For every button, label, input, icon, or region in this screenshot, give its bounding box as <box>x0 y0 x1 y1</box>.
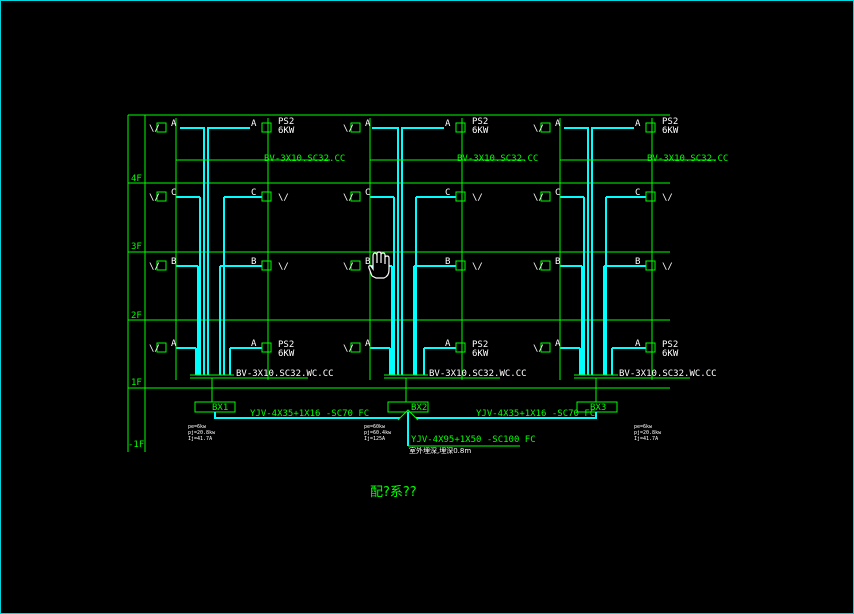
branch-cable-wc-label: BV-3X10.SC32.WC.CC <box>429 369 527 379</box>
trunk-cable-label-right: YJV-4X35+1X16 -SC70 FC <box>476 409 595 419</box>
calc-note-mid-1: pe=60kw <box>364 424 386 430</box>
circuit-label-c: C <box>365 188 370 198</box>
feeder-marker <box>397 409 419 421</box>
circuit-label-a: A <box>445 339 451 349</box>
tick-mark: \/ <box>343 124 354 134</box>
tick-mark: \/ <box>533 262 544 272</box>
tick-mark: \/ <box>343 344 354 354</box>
panel-power: 6KW <box>662 126 679 136</box>
circuit-label-a: A <box>251 339 257 349</box>
riser-group-1 <box>156 118 330 413</box>
circuit-label-b: B <box>171 257 176 267</box>
circuit-label-a: A <box>171 339 177 349</box>
circuit-label-a: A <box>171 119 177 129</box>
calc-note-right-2: pj=20.8kw <box>634 430 662 436</box>
circuit-label-c: C <box>445 188 450 198</box>
floor-label-b1: -1F <box>128 440 144 450</box>
circuit-label-a: A <box>555 339 561 349</box>
calc-note-right-3: Ij=41.7A <box>634 436 658 442</box>
panel-label: PS2 <box>278 117 294 127</box>
calc-note-left-2: pj=20.8kw <box>188 430 216 436</box>
tick-mark: \/ <box>533 193 544 203</box>
circuit-label-c: C <box>171 188 176 198</box>
tick-mark: \/ <box>472 262 483 272</box>
floor-label-4f: 4F <box>131 174 142 184</box>
circuit-label-c: C <box>555 188 560 198</box>
calc-note-left-3: Ij=41.7A <box>188 436 212 442</box>
circuit-label-a: A <box>251 119 257 129</box>
branch-cable-wc-label: BV-3X10.SC32.WC.CC <box>619 369 717 379</box>
tick-mark: \/ <box>662 262 673 272</box>
panel-power: 6KW <box>278 349 295 359</box>
circuit-label-a: A <box>365 339 371 349</box>
panel-power: 6KW <box>472 126 489 136</box>
circuit-label-a: A <box>635 119 641 129</box>
branch-cable-label: BV-3X10.SC32.CC <box>264 154 345 164</box>
tick-mark: \/ <box>149 344 160 354</box>
calc-note-left-1: pe=6kw <box>188 424 207 430</box>
tick-mark: \/ <box>149 124 160 134</box>
trunk-cable-label-left: YJV-4X35+1X16 -SC70 FC <box>250 409 369 419</box>
circuit-label-b: B <box>445 257 450 267</box>
meter-box-label-1: BX1 <box>212 403 228 413</box>
circuit-label-a: A <box>365 119 371 129</box>
circuit-label-a: A <box>635 339 641 349</box>
circuit-label-c: C <box>251 188 256 198</box>
circuit-label-b: B <box>251 257 256 267</box>
panel-power: 6KW <box>278 126 295 136</box>
drawing-title: 配?系?? <box>370 485 417 500</box>
tick-mark: \/ <box>472 193 483 203</box>
circuit-label-b: B <box>365 257 370 267</box>
meter-box-label-2: BX2 <box>411 403 427 413</box>
hand-pointer-icon <box>368 251 390 279</box>
riser-group-3 <box>540 118 716 413</box>
circuit-label-c: C <box>635 188 640 198</box>
branch-cable-label: BV-3X10.SC32.CC <box>457 154 538 164</box>
tick-mark: \/ <box>662 193 673 203</box>
panel-label: PS2 <box>472 117 488 127</box>
trunk-line-left <box>214 412 400 419</box>
branch-cable-wc-label: BV-3X10.SC32.WC.CC <box>236 369 334 379</box>
panel-power: 6KW <box>472 349 489 359</box>
circuit-label-b: B <box>635 257 640 267</box>
riser-group-2 <box>350 118 525 413</box>
feeder-cable-label: YJV-4X95+1X50 -SC100 FC <box>411 435 536 445</box>
tick-mark: \/ <box>149 262 160 272</box>
meter-box-label-3: BX3 <box>590 403 606 413</box>
circuit-label-b: B <box>555 257 560 267</box>
calc-note-mid-3: Ij=125A <box>364 436 385 442</box>
tick-mark: \/ <box>533 344 544 354</box>
panel-power: 6KW <box>662 349 679 359</box>
panel-label: PS2 <box>662 117 678 127</box>
tick-mark: \/ <box>278 262 289 272</box>
tick-mark: \/ <box>533 124 544 134</box>
calc-note-mid-2: pj=60.4kw <box>364 430 392 436</box>
tick-mark: \/ <box>149 193 160 203</box>
floor-label-2f: 2F <box>131 311 142 321</box>
tick-mark: \/ <box>343 262 354 272</box>
feeder-note: 室外埋深,埋深0.8m <box>409 446 471 455</box>
panel-label: PS2 <box>662 340 678 350</box>
panel-label: PS2 <box>472 340 488 350</box>
floor-label-3f: 3F <box>131 242 142 252</box>
branch-cable-label: BV-3X10.SC32.CC <box>647 154 728 164</box>
floor-label-1f: 1F <box>131 378 142 388</box>
panel-label: PS2 <box>278 340 294 350</box>
circuit-label-a: A <box>555 119 561 129</box>
tick-mark: \/ <box>343 193 354 203</box>
calc-note-right-1: pe=6kw <box>634 424 653 430</box>
tick-mark: \/ <box>278 193 289 203</box>
circuit-label-a: A <box>445 119 451 129</box>
trunk-line-right <box>416 412 597 419</box>
